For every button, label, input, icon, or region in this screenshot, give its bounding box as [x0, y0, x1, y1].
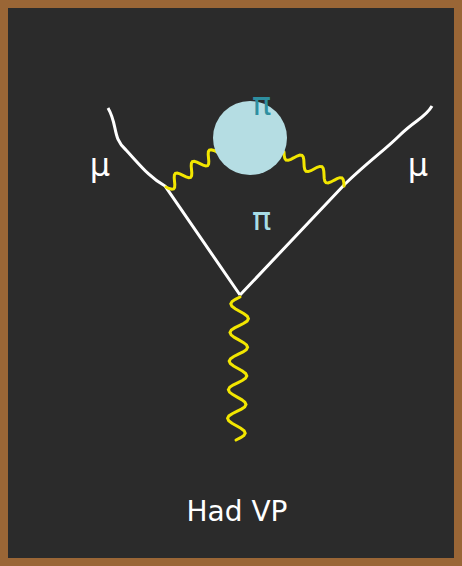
photon-line	[284, 152, 344, 186]
caption-label: Had VP	[187, 498, 288, 526]
blob-circle	[200, 70, 300, 220]
pion-loop-blob: ππ	[200, 70, 300, 220]
particle-label: μ	[408, 149, 428, 181]
photon-line	[166, 150, 217, 190]
particle-label: π	[252, 88, 271, 120]
particle-label: μ	[90, 149, 110, 181]
particle-label: π	[252, 203, 271, 235]
photon-line	[228, 297, 249, 440]
